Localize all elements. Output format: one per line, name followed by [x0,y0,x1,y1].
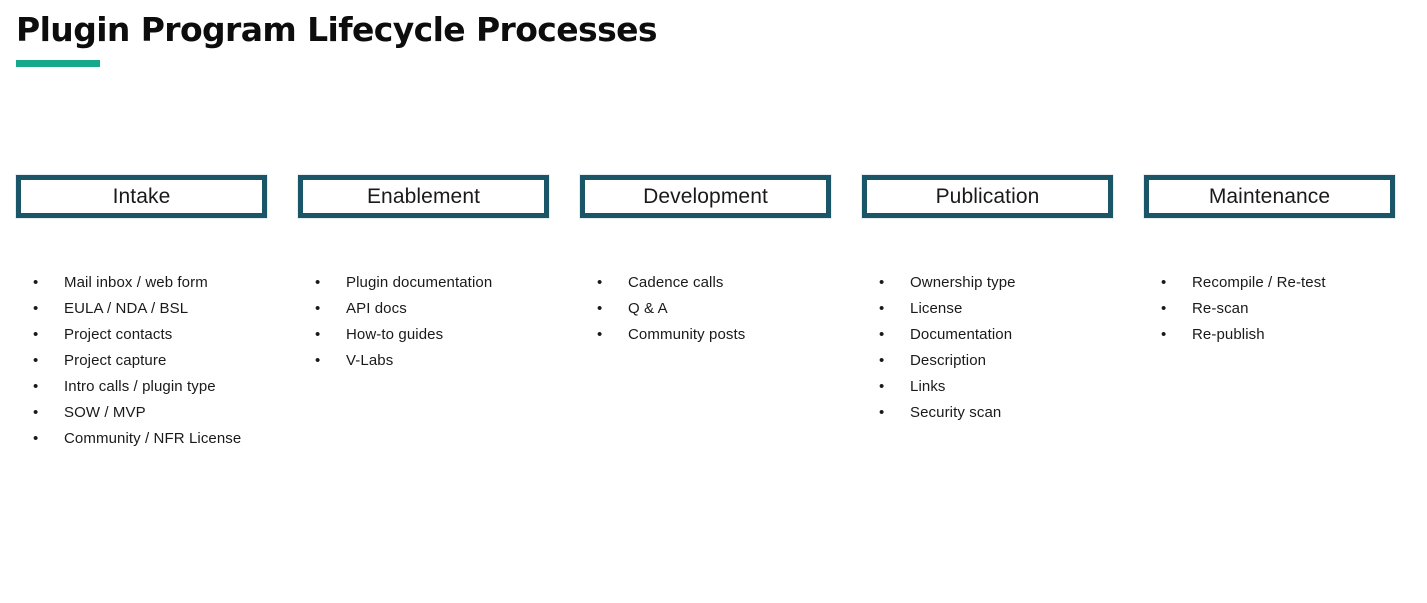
bullet-icon: • [33,352,39,369]
bullet-icon: • [879,352,885,369]
list-item-label: API docs [346,300,407,317]
bullet-icon: • [597,326,603,343]
list-item: • EULA / NDA / BSL [16,296,267,322]
stage-header-box[interactable]: Maintenance [1144,175,1395,218]
bullet-icon: • [315,326,321,343]
list-item: • Community posts [580,322,831,348]
list-item: • Re-scan [1144,296,1395,322]
list-item: • SOW / MVP [16,400,267,426]
list-item-label: Intro calls / plugin type [64,378,216,395]
list-item-label: V-Labs [346,352,394,369]
stage-header-label: Publication [935,185,1040,208]
title-block: Plugin Program Lifecycle Processes [16,8,658,67]
bullet-icon: • [33,326,39,343]
list-item: • Re-publish [1144,322,1395,348]
list-item-label: Project contacts [64,326,173,343]
list-item: • Security scan [862,400,1113,426]
list-item: • Project capture [16,348,267,374]
title-accent-bar [16,60,100,67]
list-item-label: How-to guides [346,326,444,343]
list-item-label: Mail inbox / web form [64,274,208,291]
stage-header-box[interactable]: Enablement [298,175,549,218]
bullet-icon: • [879,378,885,395]
stage-item-list: • Ownership type • License • Documentation • De… [862,270,1113,426]
bullet-icon: • [1161,326,1167,343]
bullet-icon: • [879,274,885,291]
stage-item-list: • Cadence calls • Q & A • Community posts [580,270,831,348]
bullet-icon: • [33,430,39,447]
bullet-icon: • [315,300,321,317]
bullet-icon: • [1161,300,1167,317]
stage-header-label: Intake [112,185,171,208]
stage-column: Intake • Mail inbox / web form • EULA / NDA … [16,175,267,452]
bullet-icon: • [33,300,39,317]
list-item-label: Re-scan [1192,300,1249,317]
list-item-label: Project capture [64,352,167,369]
list-item: • Documentation [862,322,1113,348]
bullet-icon: • [879,404,885,421]
stage-item-list: • Plugin documentation • API docs • How-to gu… [298,270,549,374]
list-item-label: Re-publish [1192,326,1265,343]
list-item-label: Documentation [910,326,1013,343]
stage-column: Enablement • Plugin documentation • API docs… [298,175,549,374]
bullet-icon: • [597,274,603,291]
list-item: • Community / NFR License [16,426,267,452]
list-item-label: Community / NFR License [64,430,242,447]
list-item-label: Security scan [910,404,1002,421]
stage-header-box[interactable]: Intake [16,175,267,218]
list-item-label: SOW / MVP [64,404,146,421]
list-item-label: Description [910,352,987,369]
list-item: • Links [862,374,1113,400]
list-item: • Plugin documentation [298,270,549,296]
stage-header-label: Development [643,185,768,208]
stage-column: Development • Cadence calls • Q & A • Communit… [580,175,831,348]
stage-item-list: •Mail inbox / web form•EULA / NDA / BSL•… [16,270,267,452]
bullet-icon: • [315,274,321,291]
stage-column: Maintenance•Recompile / Re-test•Re-scan•… [1144,175,1395,348]
list-item: • Cadence calls [580,270,831,296]
list-item: • Mail inbox / web form [16,270,267,296]
list-item-label: Links [910,378,946,395]
stage-column: Publication • Ownership type • License • Docum… [862,175,1113,426]
stage-header-box[interactable]: Publication [862,175,1113,218]
list-item-label: EULA / NDA / BSL [64,300,189,317]
bullet-icon: • [879,300,885,317]
list-item: • Intro calls / plugin type [16,374,267,400]
page-title: Plugin Program Lifecycle Processes [16,10,658,49]
list-item: • Q & A [580,296,831,322]
list-item-label: Cadence calls [628,274,724,291]
bullet-icon: • [33,274,39,291]
lifecycle-stages-row: Intake • Mail inbox / web form • EULA / NDA … [16,175,1411,452]
list-item: • License [862,296,1113,322]
list-item-label: License [910,300,963,317]
list-item-label: Recompile / Re-test [1192,274,1326,291]
bullet-icon: • [879,326,885,343]
list-item-label: Q & A [628,300,668,317]
list-item: • How-to guides [298,322,549,348]
stage-header-label: Enablement [366,185,481,208]
bullet-icon: • [597,300,603,317]
bullet-icon: • [1161,274,1167,291]
list-item-label: Plugin documentation [346,274,493,291]
stage-header-box[interactable]: Development [580,175,831,218]
bullet-icon: • [315,352,321,369]
stage-item-list: • Recompile / Re-test • Re-scan • Re-publish [1144,270,1395,348]
list-item-label: Community posts [628,326,746,343]
stage-header-label: Maintenance [1208,185,1331,208]
list-item: • Description [862,348,1113,374]
list-item: • Project contacts [16,322,267,348]
list-item: • API docs [298,296,549,322]
bullet-icon: • [33,378,39,395]
bullet-icon: • [33,404,39,421]
list-item: • Recompile / Re-test [1144,270,1395,296]
list-item: • V-Labs [298,348,549,374]
list-item: • Ownership type [862,270,1113,296]
list-item-label: Ownership type [910,274,1016,291]
